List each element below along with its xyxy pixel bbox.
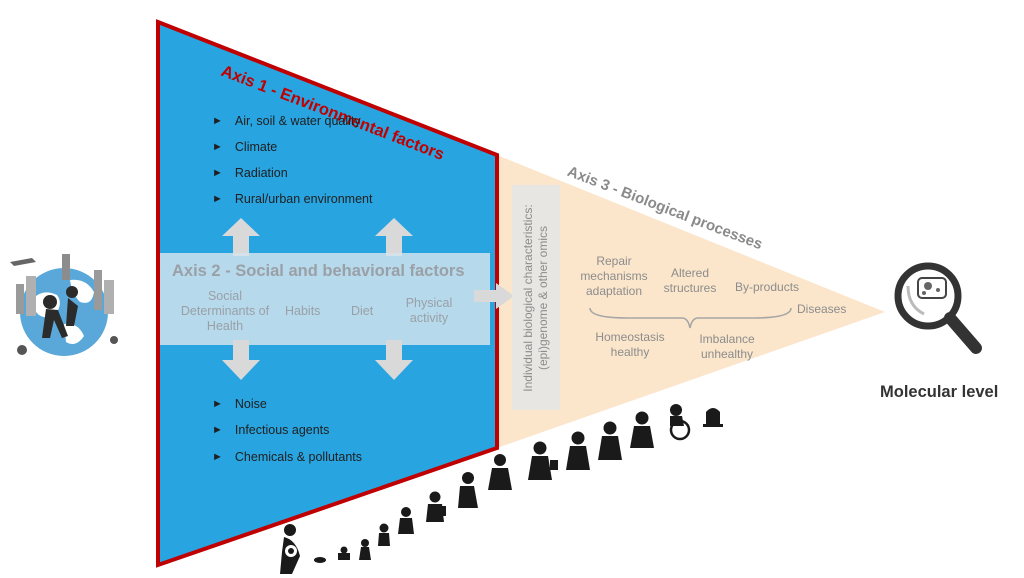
worker-icon: [566, 431, 590, 470]
bullet-arrow-icon: ►: [212, 167, 223, 179]
wheelchair-user-icon: [669, 404, 691, 441]
bullet-arrow-icon: ►: [212, 193, 223, 205]
pregnant-woman-icon: [280, 524, 300, 574]
axis2-social-determinants: Social Determinants of Health: [180, 289, 270, 333]
axis2-band: [160, 253, 490, 345]
newborn-icon: [314, 557, 326, 563]
factor-air-soil-water: ►Air, soil & water quality: [212, 114, 361, 128]
tombstone-icon: [703, 408, 723, 427]
bullet-arrow-icon: ►: [212, 141, 223, 153]
factor-chemicals-pollutants: ►Chemicals & pollutants: [212, 450, 363, 464]
repair-mechanisms-label: Repair mechanisms adaptation: [580, 254, 648, 298]
bullet-arrow-icon: ►: [212, 451, 223, 463]
right-arrow-icon: [474, 283, 514, 309]
commuter-icon: [598, 421, 622, 460]
bullet-arrow-icon: ►: [212, 424, 223, 436]
factor-rural-urban: ►Rural/urban environment: [212, 192, 373, 206]
diseases-label: Diseases: [797, 302, 847, 316]
child-icon: [398, 507, 414, 534]
factor-infectious-agents: ►Infectious agents: [212, 423, 330, 437]
axis2-physical-activity: Physical activity: [405, 296, 453, 325]
homeostasis-label: Homeostasis healthy: [595, 330, 665, 359]
toddler-icon: [359, 539, 371, 560]
axis2-title: Axis 2 - Social and behavioral factors: [172, 262, 465, 280]
down-arrow-icon: [375, 340, 413, 380]
brace-shape: [589, 307, 792, 329]
biological-characteristics-box: [512, 185, 560, 410]
woman-icon: [488, 454, 512, 490]
adult-walking-icon: [630, 411, 654, 448]
teen-sitting-icon: [458, 472, 478, 508]
axis2-habits: Habits: [285, 304, 321, 318]
up-arrow-icon: [222, 218, 260, 256]
bullet-arrow-icon: ►: [212, 115, 223, 127]
factor-radiation: ►Radiation: [212, 166, 288, 180]
altered-structures-label: Altered structures: [663, 266, 717, 295]
globe-cityscape-icon: [10, 254, 118, 356]
up-arrow-icon: [375, 218, 413, 256]
axis2-diet: Diet: [351, 304, 374, 318]
factor-noise: ►Noise: [212, 397, 267, 411]
crawling-child-icon: [378, 523, 390, 546]
bullet-arrow-icon: ►: [212, 398, 223, 410]
magnifying-glass-cell-icon: [894, 262, 982, 354]
imbalance-label: Imbalance unhealthy: [699, 332, 755, 361]
down-arrow-icon: [222, 340, 260, 380]
by-products-label: By-products: [735, 280, 800, 294]
student-icon: [528, 441, 558, 480]
crawling-baby-icon: [338, 546, 350, 560]
factor-climate: ►Climate: [212, 140, 278, 154]
child-with-backpack-icon: [426, 491, 446, 522]
molecular-level-label: Molecular level: [880, 383, 999, 401]
